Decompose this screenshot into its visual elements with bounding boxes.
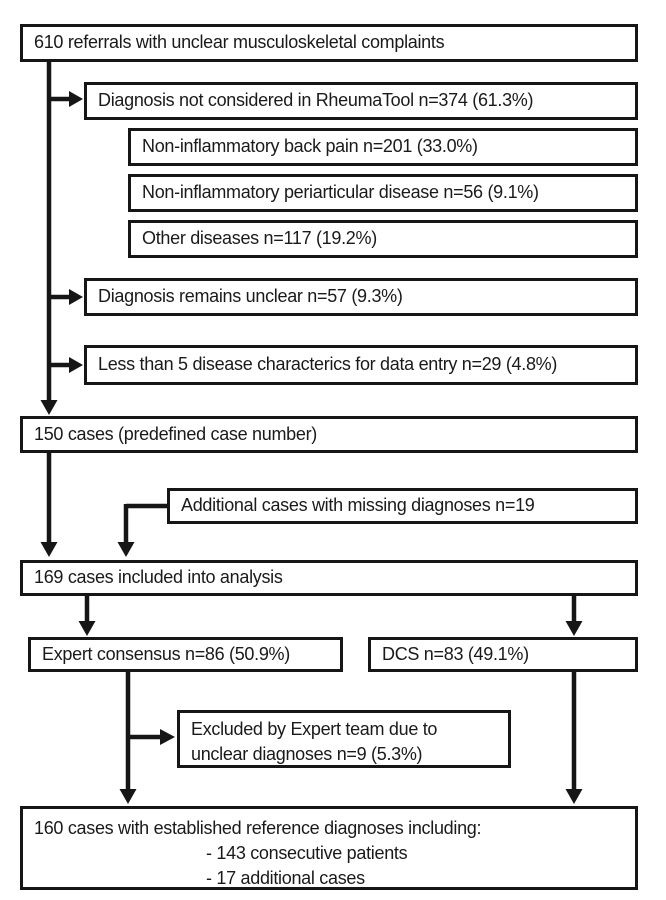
node-final-160-cases: 160 cases with established reference dia… [20, 806, 638, 890]
node-dcs: DCS n=83 (49.1%) [368, 637, 638, 672]
node-label-line: unclear diagnoses n=9 (5.3%) [191, 744, 423, 764]
node-label: Less than 5 disease characterics for dat… [98, 354, 558, 375]
node-label: 150 cases (predefined case number) [34, 423, 317, 444]
arrow-to-less-than-5 [49, 357, 83, 373]
node-label: Additional cases with missing diagnoses … [181, 495, 535, 516]
node-back-pain: Non-inflammatory back pain n=201 (33.0%) [128, 128, 638, 166]
node-label: Non-inflammatory back pain n=201 (33.0%) [142, 136, 478, 157]
node-label: DCS n=83 (49.1%) [382, 643, 529, 664]
arrow-to-remains-unclear [49, 289, 83, 305]
node-label-line: 160 cases with established reference dia… [34, 818, 482, 838]
node-diagnosis-not-considered: Diagnosis not considered in RheumaTool n… [84, 82, 638, 120]
node-label: Diagnosis remains unclear n=57 (9.3%) [98, 286, 403, 307]
node-169-cases: 169 cases included into analysis [20, 560, 638, 596]
node-label-line: - 17 additional cases [206, 868, 365, 888]
arrow-expert-to-final [119, 672, 137, 804]
node-label-line: - 143 consecutive patients [206, 843, 408, 863]
node-150-cases: 150 cases (predefined case number) [20, 416, 638, 453]
node-label: Non-inflammatory periarticular disease n… [142, 182, 539, 203]
node-excluded-by-expert-team: Excluded by Expert team due to unclear d… [177, 710, 511, 768]
node-periarticular-disease: Non-inflammatory periarticular disease n… [128, 174, 638, 212]
node-other-diseases: Other diseases n=117 (19.2%) [128, 220, 638, 258]
node-less-than-5-characterics: Less than 5 disease characterics for dat… [84, 345, 638, 385]
node-diagnosis-remains-unclear: Diagnosis remains unclear n=57 (9.3%) [84, 278, 638, 316]
node-label: Diagnosis not considered in RheumaTool n… [98, 90, 534, 111]
node-label-line: Excluded by Expert team due to [191, 719, 438, 739]
node-expert-consensus: Expert consensus n=86 (50.9%) [28, 637, 343, 672]
arrow-to-not-considered [49, 91, 83, 107]
node-label: Other diseases n=117 (19.2%) [142, 228, 377, 249]
node-additional-cases: Additional cases with missing diagnoses … [167, 488, 638, 524]
arrow-referrals-to-150cases [40, 60, 58, 415]
arrow-additional-to-169cases [117, 503, 167, 557]
node-label: 169 cases included into analysis [34, 567, 283, 588]
arrow-to-excluded [128, 729, 175, 745]
arrow-150cases-to-169cases [40, 453, 58, 557]
node-referrals: 610 referrals with unclear musculoskelet… [20, 24, 638, 62]
node-label: Expert consensus n=86 (50.9%) [42, 643, 290, 664]
arrow-dcs-to-final [565, 672, 583, 804]
arrow-169cases-to-expert [78, 596, 96, 636]
arrow-169cases-to-dcs [565, 596, 583, 636]
node-label: 610 referrals with unclear musculoskelet… [34, 32, 445, 53]
